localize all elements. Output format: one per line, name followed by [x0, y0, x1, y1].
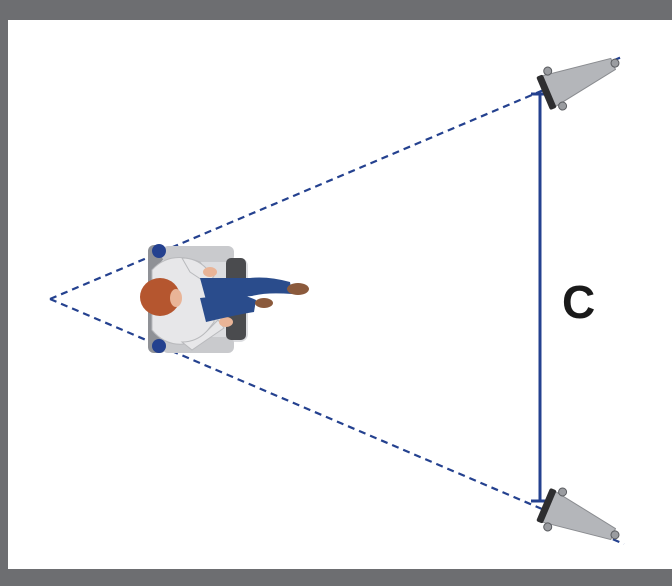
speaker-top-front: [536, 74, 557, 110]
speaker-bottom-foot: [543, 522, 553, 532]
listener-leg-bottom: [200, 294, 256, 322]
left-triangle-line-top: [49, 54, 625, 301]
speaker-bottom: [536, 487, 620, 541]
listening-triangle: [49, 54, 625, 546]
top-wall: [0, 0, 672, 20]
speaker-bottom-foot: [610, 530, 620, 540]
speaker-top-foot: [558, 101, 568, 111]
listener-face: [170, 289, 182, 307]
listener-head: [140, 278, 180, 316]
seated-listener: [140, 245, 309, 353]
right-ear-dot: [152, 339, 166, 353]
left-triangle-line-bottom: [49, 297, 625, 546]
speaker-bottom-front: [536, 488, 557, 524]
speaker-top-foot: [543, 66, 553, 76]
bottom-wall: [0, 569, 672, 586]
dimension-label: C: [562, 276, 595, 328]
left-ear-dot: [152, 244, 166, 258]
listener-hand-top: [203, 267, 217, 277]
speaker-distance-dimension: [531, 92, 549, 503]
left-wall: [0, 20, 8, 569]
speaker-bottom-foot: [558, 487, 568, 497]
listener-shoe-top: [287, 283, 309, 295]
listener-leg-top: [200, 277, 292, 300]
listener-hand-bottom: [219, 317, 233, 327]
speaker-top: [536, 57, 620, 111]
speaker-top-foot: [610, 58, 620, 68]
listener-shirt: [151, 257, 215, 345]
listener-shoe-bottom: [255, 298, 273, 308]
